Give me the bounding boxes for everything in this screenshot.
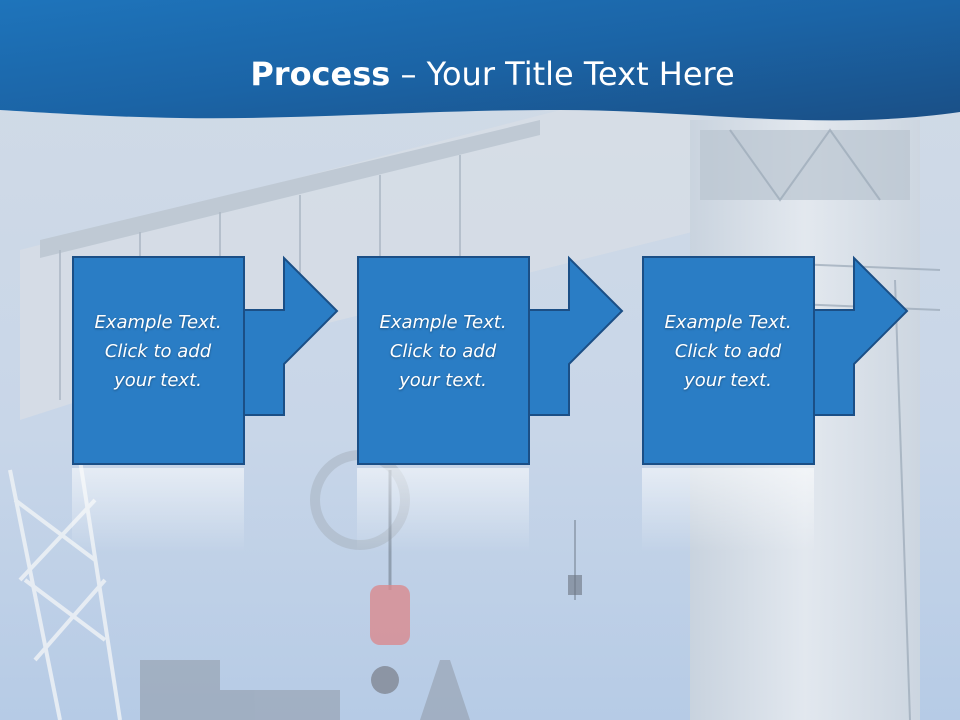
step-1-line-2: Click to add [104,341,212,362]
title-rest-text: – Your Title Text Here [390,55,735,93]
step-2-line-3: your text. [399,370,487,391]
process-step-3[interactable]: Example Text. Click to add your text. [642,255,932,552]
step-1-line-3: your text. [114,370,202,391]
step-3-shape [642,255,909,552]
header-wave-band [0,0,960,121]
slide-title[interactable]: Process – Your Title Text Here [0,52,960,96]
step-2-text[interactable]: Example Text. Click to add your text. [357,308,529,398]
title-bold-text: Process [250,55,391,93]
step-1-line-1: Example Text. [94,312,222,333]
step-3-line-1: Example Text. [664,312,792,333]
step-2-line-1: Example Text. [379,312,507,333]
step-3-text[interactable]: Example Text. Click to add your text. [642,308,814,398]
step-2-line-2: Click to add [389,341,497,362]
step-1-shape [72,255,339,552]
step-2-shape [357,255,624,552]
step-1-text[interactable]: Example Text. Click to add your text. [72,308,244,398]
process-step-1[interactable]: Example Text. Click to add your text. [72,255,362,552]
process-step-2[interactable]: Example Text. Click to add your text. [357,255,647,552]
step-3-line-2: Click to add [674,341,782,362]
step-3-line-3: your text. [684,370,772,391]
